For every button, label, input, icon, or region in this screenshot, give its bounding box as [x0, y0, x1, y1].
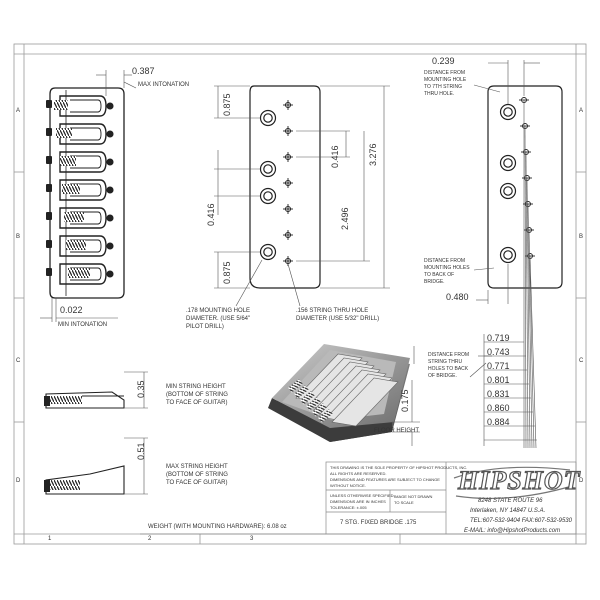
zone-row-b-right: B: [579, 234, 584, 240]
company-email: E-MAIL: info@HipshotProducts.com: [464, 528, 561, 534]
property-note-2: ALL RIGHTS ARE RESERVED.: [330, 471, 387, 476]
label-mounting-hole-3: PILOT DRILL): [186, 324, 224, 330]
zone-row-c-right: C: [579, 358, 584, 364]
dim-front-top: 0.875: [222, 93, 232, 116]
dim-side-list-3: 0.801: [487, 375, 510, 385]
dim-front-overall: 3.276: [368, 143, 378, 166]
saddles-top: [54, 95, 114, 285]
front-view: [214, 85, 390, 307]
dim-min-height: 0.35: [136, 380, 146, 398]
dim-side-list-2: 0.771: [487, 361, 510, 371]
label-min-height-1: MIN STRING HEIGHT: [166, 384, 226, 390]
label-dist-7th-1: DISTANCE FROM: [424, 70, 466, 76]
logo-swoosh: [453, 466, 573, 500]
hipshot-logo: HIPSHOT: [457, 465, 581, 495]
property-note-3: DIMENSIONS AND FEATURES ARE SUBJECT TO C…: [330, 477, 440, 482]
label-max-height-2: (BOTTOM OF STRING: [166, 472, 228, 478]
label-mounting-hole-1: .178 MOUNTING HOLE: [186, 308, 251, 314]
zone-row-d-right: D: [579, 478, 584, 484]
label-string-thru-1: .156 STRING THRU HOLE: [296, 308, 369, 314]
label-max-height-3: TO FACE OF GUITAR): [166, 480, 228, 486]
dim-floor-height: 0.175: [400, 389, 410, 412]
label-floor-height: FLOOR HEIGHT: [374, 428, 420, 434]
scale-note-1: IMAGE NOT DRAWN: [394, 494, 433, 499]
label-dist-thru-back-1: DISTANCE FROM: [428, 352, 470, 358]
dim-side-list-4: 0.831: [487, 389, 510, 399]
dim-side-top: 0.239: [432, 56, 455, 66]
label-dist-7th-4: THRU HOLE.: [424, 91, 455, 97]
label-dist-back-1: DISTANCE FROM: [424, 258, 466, 264]
label-max-intonation: MAX INTONATION: [138, 82, 190, 88]
label-dist-thru-back-2: STRING THRU: [428, 359, 463, 365]
label-dist-back-3: TO BACK OF: [424, 272, 455, 278]
dim-front-spacing: 0.416: [330, 145, 340, 168]
min-height-elevation: [44, 371, 148, 409]
property-note-4: WITHOUT NOTICE.: [330, 483, 366, 488]
label-weight: WEIGHT (WITH MOUNTING HARDWARE): 6.08 oz: [148, 524, 287, 530]
tolerance-note-1: UNLESS OTHERWISE SPECIFIED:: [330, 493, 395, 498]
dim-side-list-1: 0.743: [487, 347, 510, 357]
end-screws: [46, 100, 52, 276]
label-string-thru-2: DIAMETER (USE 5/32" DRILL): [296, 316, 380, 322]
zone-col-2: 2: [148, 536, 152, 542]
company-address-1: 8248 STATE ROUTE 96: [478, 498, 543, 504]
title-block-lines: [140, 461, 577, 535]
zone-row-b: B: [16, 234, 21, 240]
label-min-height-2: (BOTTOM OF STRING: [166, 392, 228, 398]
company-address-2: Interlaken, NY 14847 U.S.A.: [470, 508, 546, 514]
dim-top-intonation: 0.387: [132, 66, 155, 76]
label-min-height-3: TO FACE OF GUITAR): [166, 400, 228, 406]
label-dist-back-4: BRIDGE.: [424, 279, 445, 285]
scale-note-2: TO SCALE: [394, 500, 414, 505]
company-phone: TEL:607-532-9404 FAX:607-532-9530: [470, 518, 572, 524]
label-dist-thru-back-4: OF BRIDGE.: [428, 373, 457, 379]
zone-col-1: 1: [48, 536, 52, 542]
label-dist-thru-back-3: HOLES TO BACK: [428, 366, 469, 372]
label-mounting-hole-2: DIAMETER. (USE 5/64": [186, 316, 251, 322]
dim-side-back: 0.480: [446, 292, 469, 302]
mounting-holes: [259, 109, 277, 261]
side-view: [469, 60, 563, 449]
label-min-intonation: MIN INTONATION: [58, 322, 108, 328]
property-note-1: THIS DRAWING IS THE SOLE PROPERTY OF HIP…: [330, 465, 468, 470]
bridge-3d-render: [268, 344, 420, 446]
zone-row-c: C: [16, 358, 21, 364]
zone-col-3: 3: [250, 536, 254, 542]
tolerance-note-2: DIMENSIONS ARE IN INCHES: [330, 499, 386, 504]
label-dist-7th-3: TO 7TH STRING: [424, 84, 462, 90]
label-dist-back-2: MOUNTING HOLES: [424, 265, 470, 271]
label-max-height-1: MAX STRING HEIGHT: [166, 464, 228, 470]
dim-max-height: 0.51: [136, 442, 146, 460]
dim-front-bottom: 0.875: [222, 261, 232, 284]
part-title: 7 STG. FIXED BRIDGE .175: [340, 520, 417, 526]
max-height-elevation: [44, 437, 148, 495]
dim-front-thru: 2.496: [340, 207, 350, 230]
string-thru-holes: [283, 100, 293, 266]
zone-row-d: D: [16, 478, 21, 484]
zone-row-a: A: [16, 108, 21, 114]
tolerance-note-3: TOLERANCE: ±.005: [330, 505, 367, 510]
dim-min-intonation: 0.022: [60, 305, 83, 315]
dim-front-mid: 0.416: [206, 203, 216, 226]
label-dist-7th-2: MOUNTING HOLE: [424, 77, 467, 83]
zone-row-a-right: A: [579, 108, 584, 114]
dim-side-list-6: 0.884: [487, 417, 510, 427]
dim-side-list-5: 0.860: [487, 403, 510, 413]
top-view: [40, 70, 137, 322]
dim-side-list-0: 0.719: [487, 333, 510, 343]
